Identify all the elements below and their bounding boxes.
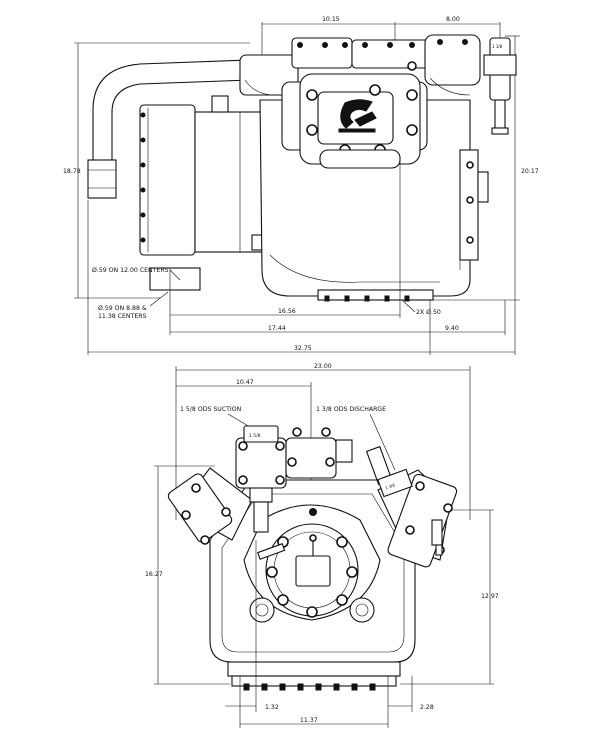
dim-10-15: 10.15 [261,16,395,60]
right-bank: 1 3/8 [365,445,458,568]
dim-2-28-label: 2.28 [420,704,434,711]
dim-16-27: 16.27 [145,465,230,685]
dim-18-78-label: 18.78 [63,168,81,175]
note-suction: 1 5/8 ODS SUCTION [180,406,242,413]
dim-1-32-label: 1.32 [265,704,279,711]
bottom-dims: 1.32 2.28 11.37 [225,540,434,728]
discharge-valve: 1 3/8 [483,37,517,135]
mount-notes: Ø.59 ON 12.00 CENTERS Ø.59 ON 8.88 & 11.… [92,266,441,320]
dim-10-15-label: 10.15 [322,16,340,23]
logo-mark [338,99,377,133]
svg-text:1 3/8: 1 3/8 [492,44,503,49]
bottom-view: 23.00 10.47 1 5/8 ODS SUCTION 1 3/8 ODS … [145,363,499,728]
left-bank [167,467,253,545]
svg-text:1 5/8: 1 5/8 [249,433,261,439]
dim-9-40-label: 9.40 [445,325,459,332]
motor-end-cover [139,104,196,256]
dim-20-17-label: 20.17 [521,168,539,175]
dim-12-97-label: 12.97 [481,593,499,600]
note-discharge: 1 3/8 ODS DISCHARGE [316,406,386,413]
suction-head: 1 5/8 [235,425,353,533]
front-cover [281,73,428,169]
top-view: 10.15 8.00 18.78 20.17 [63,16,539,355]
dim-16-56-label: 16.56 [278,308,296,315]
note-holes-2x: 2X Ø.50 [416,308,441,316]
motor-housing [194,95,269,253]
svg-text:1 3/8: 1 3/8 [384,482,396,490]
dim-17-44-label: 17.44 [268,325,286,332]
end-base [227,661,401,691]
dim-32-75-label: 32.75 [294,345,312,352]
cylinder-heads [239,34,481,96]
dim-16-27-label: 16.27 [145,571,163,578]
note-holes-12: Ø.59 ON 12.00 CENTERS [92,266,169,274]
dim-11-37-label: 11.37 [300,717,318,724]
note-holes-888-a: Ø.59 ON 8.88 & [98,304,147,312]
dim-23-00-label: 23.00 [314,363,332,370]
dim-18-78: 18.78 [63,42,250,299]
mount-dims: 16.56 17.44 9.40 32.75 [87,160,516,355]
dim-8-00-label: 8.00 [446,16,460,23]
note-holes-888-b: 11.38 CENTERS [98,313,147,320]
dim-10-47-label: 10.47 [236,379,254,386]
